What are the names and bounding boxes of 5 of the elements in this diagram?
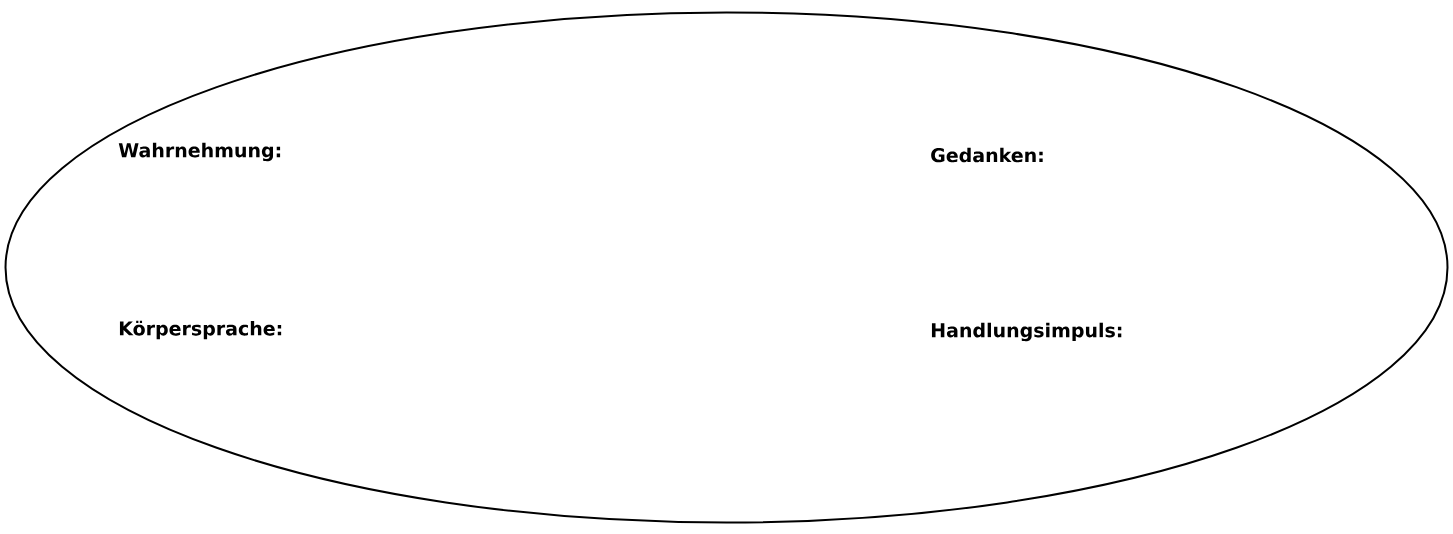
ellipse <box>4 11 1449 524</box>
field-label: Gedanken: <box>931 147 1043 163</box>
field-label: Wahrnehmung: <box>118 142 281 162</box>
field-label: Körpersprache: <box>119 320 282 340</box>
field-label: Handlungsimpuls: <box>931 322 1122 342</box>
